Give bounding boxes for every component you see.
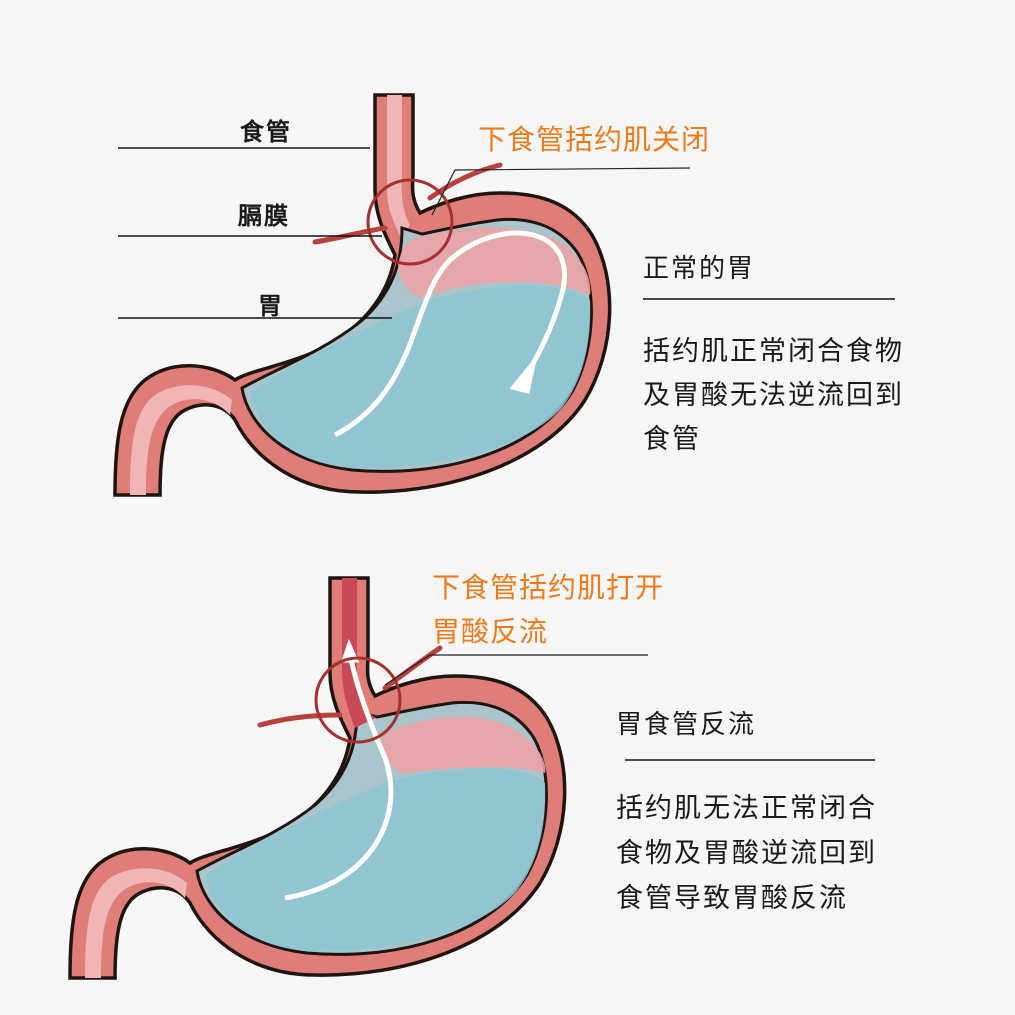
callout-line: 胃酸反流 <box>432 615 549 648</box>
desc-line: 食管 <box>643 424 701 455</box>
diaphragm-left <box>257 712 343 728</box>
label-esophagus: 食管 <box>240 118 292 146</box>
callout-line: 下食管括约肌打开 <box>432 571 665 604</box>
callout-sphincter-open: 下食管括约肌打开 胃酸反流 <box>432 566 664 654</box>
sphincter-ring-closed <box>366 178 454 266</box>
label-diaphragm: 膈膜 <box>238 202 290 230</box>
desc-line: 食管导致胃酸反流 <box>616 883 848 914</box>
arrow-head-icon <box>509 359 537 394</box>
title-gerd: 胃食管反流 <box>616 710 757 740</box>
diaphragm-left <box>312 225 388 245</box>
reflux-arrow-curve <box>284 652 394 901</box>
label-stomach: 胃 <box>258 292 284 320</box>
arrow-head-icon <box>340 638 360 663</box>
desc-line: 括约肌无法正常闭合 <box>616 793 877 824</box>
normal-stomach <box>113 93 895 497</box>
sphincter-ring-open <box>314 656 402 744</box>
mucosa-upper <box>380 716 546 773</box>
callout-line-top <box>431 167 691 216</box>
desc-gerd: 括约肌无法正常闭合 食物及胃酸逆流回到 食管导致胃酸反流 <box>616 786 877 921</box>
callout-sphincter-closed: 下食管括约肌关闭 <box>478 123 711 156</box>
title-normal-stomach: 正常的胃 <box>643 254 756 284</box>
desc-line: 及胃酸无法逆流回到 <box>643 380 904 411</box>
reflux-arrow-curve <box>333 230 567 438</box>
diaphragm-right <box>427 162 503 201</box>
desc-line: 食物及胃酸逆流回到 <box>616 838 877 869</box>
callout-line-bottom <box>384 654 648 686</box>
desc-line: 括约肌正常闭合食物 <box>643 336 904 367</box>
desc-normal: 括约肌正常闭合食物 及胃酸无法逆流回到 食管 <box>643 330 904 462</box>
acid-in-esophagus <box>342 578 375 728</box>
reflux-stomach <box>68 576 648 980</box>
